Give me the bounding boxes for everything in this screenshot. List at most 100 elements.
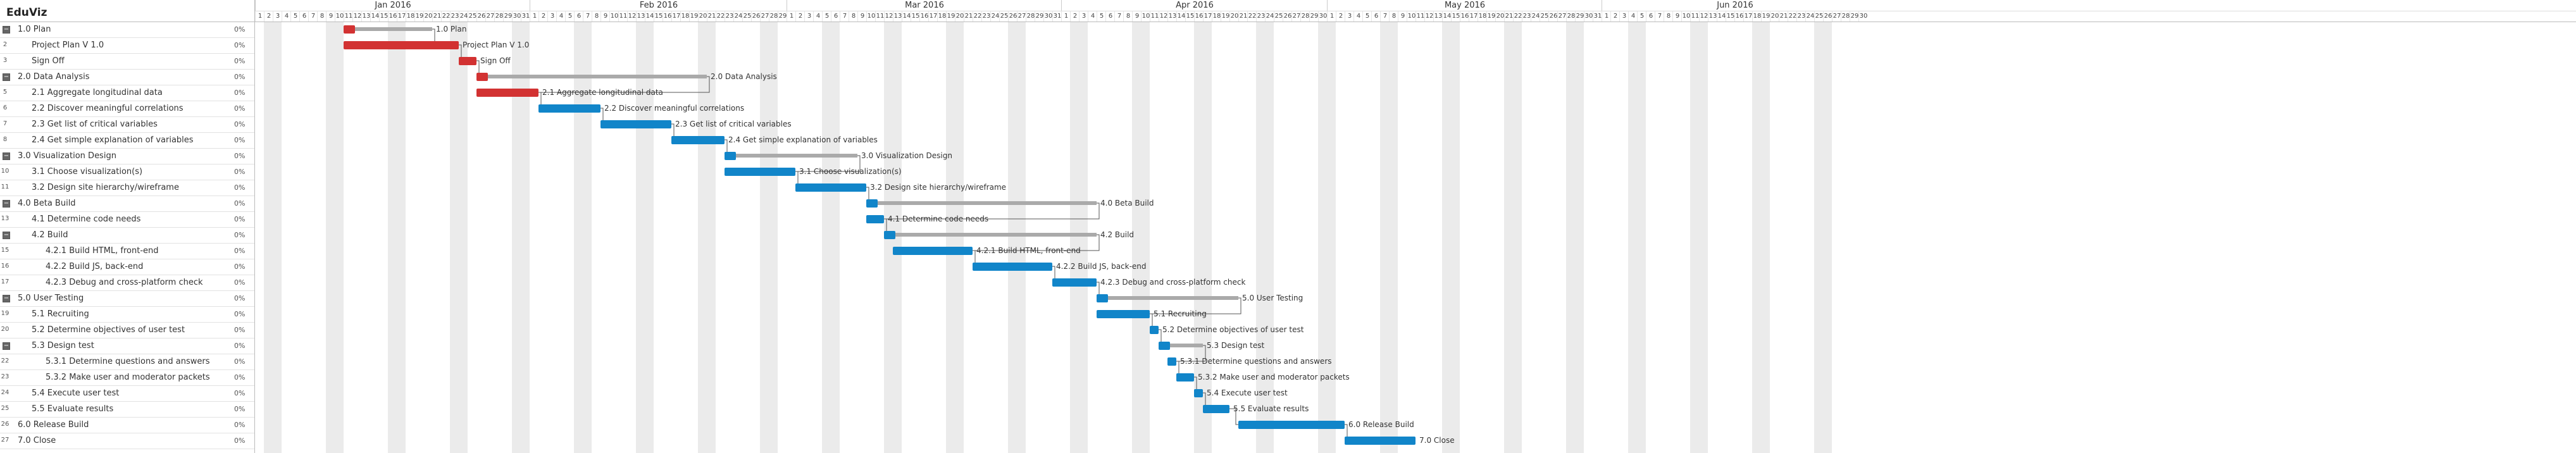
collapse-icon[interactable]: − bbox=[3, 200, 10, 208]
gantt-bar[interactable] bbox=[973, 263, 1052, 271]
gantt-bar[interactable] bbox=[1176, 373, 1194, 382]
gantt-bar[interactable] bbox=[1238, 421, 1345, 429]
day-label: 3 bbox=[1619, 11, 1629, 22]
summary-start-marker[interactable] bbox=[476, 73, 488, 81]
gantt-bar[interactable] bbox=[725, 154, 857, 158]
day-label: 5 bbox=[565, 11, 575, 22]
gantt-bar[interactable] bbox=[725, 168, 795, 176]
collapse-icon[interactable]: − bbox=[3, 73, 10, 81]
gantt-bar[interactable] bbox=[538, 104, 600, 113]
gantt-bar[interactable] bbox=[344, 41, 459, 49]
day-label: 4 bbox=[556, 11, 566, 22]
day-label: 9 bbox=[600, 11, 610, 22]
gantt-bar[interactable] bbox=[866, 201, 1097, 205]
gantt-bar[interactable] bbox=[1150, 326, 1159, 334]
day-label: 14 bbox=[1176, 11, 1186, 22]
gantt-bar[interactable] bbox=[795, 183, 866, 192]
row-number: 10 bbox=[1, 168, 9, 175]
row-number: 17 bbox=[1, 278, 9, 285]
summary-start-marker[interactable] bbox=[344, 25, 355, 34]
task-progress: 0% bbox=[234, 357, 246, 366]
day-label: 25 bbox=[468, 11, 477, 22]
month-label: Mar 2016 bbox=[787, 0, 1062, 11]
bar-label: Project Plan V 1.0 bbox=[463, 40, 530, 49]
collapse-icon[interactable]: − bbox=[3, 26, 10, 34]
gantt-bar[interactable] bbox=[893, 247, 973, 255]
gantt-bar[interactable] bbox=[476, 89, 538, 97]
day-label: 9 bbox=[1398, 11, 1407, 22]
collapse-icon[interactable]: − bbox=[3, 295, 10, 302]
gantt-bar[interactable] bbox=[476, 75, 707, 78]
weekend-column bbox=[1256, 22, 1265, 453]
task-name: 5.5 Evaluate results bbox=[32, 404, 114, 414]
day-label: 9 bbox=[1132, 11, 1142, 22]
gantt-bar[interactable] bbox=[884, 233, 1097, 237]
gantt-bar[interactable] bbox=[866, 215, 884, 223]
summary-start-marker[interactable] bbox=[884, 231, 895, 239]
collapse-icon[interactable]: − bbox=[3, 342, 10, 350]
collapse-icon[interactable]: − bbox=[3, 232, 10, 239]
weekend-column bbox=[1566, 22, 1575, 453]
day-label: 31 bbox=[521, 11, 530, 22]
gantt-bar[interactable] bbox=[1052, 278, 1097, 287]
gantt-bar[interactable] bbox=[671, 136, 725, 144]
gantt-bar[interactable] bbox=[1159, 344, 1203, 347]
summary-start-marker[interactable] bbox=[1159, 342, 1170, 350]
weekend-column bbox=[1637, 22, 1646, 453]
day-label: 27 bbox=[1291, 11, 1301, 22]
day-label: 13 bbox=[1708, 11, 1717, 22]
gantt-bar[interactable] bbox=[600, 120, 671, 128]
collapse-icon[interactable]: − bbox=[3, 152, 10, 160]
bar-label: Sign Off bbox=[480, 56, 511, 65]
summary-start-marker[interactable] bbox=[866, 199, 878, 208]
gantt-bar[interactable] bbox=[1167, 357, 1176, 366]
gantt-bar[interactable] bbox=[1345, 437, 1416, 445]
day-label: 31 bbox=[1052, 11, 1062, 22]
project-title: EduViz bbox=[6, 6, 47, 19]
gantt-bar[interactable] bbox=[1203, 405, 1229, 413]
gantt-bar[interactable] bbox=[1194, 389, 1203, 397]
gantt-bar[interactable] bbox=[1097, 296, 1238, 300]
day-label: 13 bbox=[636, 11, 645, 22]
gantt-bar[interactable] bbox=[344, 27, 432, 31]
gantt-bar[interactable] bbox=[459, 57, 476, 65]
summary-start-marker[interactable] bbox=[1097, 294, 1108, 302]
day-label: 4 bbox=[1628, 11, 1638, 22]
bar-label: 3.2 Design site hierarchy/wireframe bbox=[870, 183, 1007, 192]
day-label: 15 bbox=[1726, 11, 1735, 22]
day-label: 19 bbox=[1221, 11, 1230, 22]
row-number: 20 bbox=[1, 326, 9, 333]
gantt-bar[interactable] bbox=[1097, 310, 1150, 318]
task-name: 4.0 Beta Build bbox=[18, 199, 76, 208]
day-label: 17 bbox=[671, 11, 681, 22]
summary-start-marker[interactable] bbox=[725, 152, 736, 160]
